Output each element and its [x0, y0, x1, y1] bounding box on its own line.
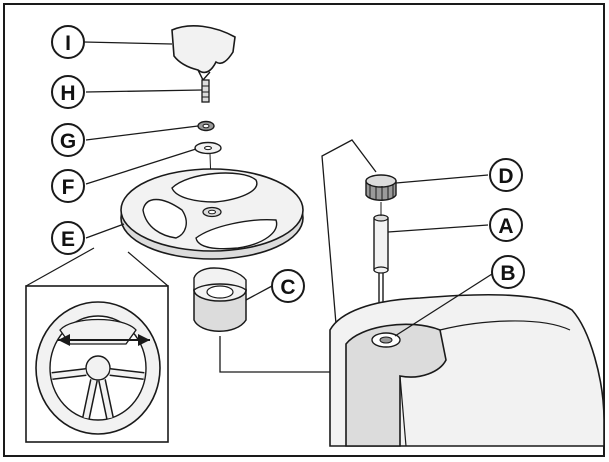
callout-H: H: [51, 75, 85, 109]
steering-wheel-adapter: [193, 267, 247, 332]
callout-E: E: [51, 221, 85, 255]
outer-frame: [3, 3, 605, 457]
svg-text:H: H: [60, 82, 75, 105]
steering-wheel-cap: [171, 25, 236, 82]
orientation-inset: [25, 247, 169, 443]
leader-lines: [83, 41, 493, 337]
flat-washer: [194, 141, 222, 155]
svg-text:G: G: [60, 130, 76, 153]
svg-text:B: B: [500, 262, 515, 285]
assembly-path-line: [219, 139, 377, 373]
svg-text:C: C: [280, 276, 295, 299]
callout-A: A: [489, 208, 523, 242]
tractor-dash-hood: [329, 293, 605, 447]
steering-wheel: [120, 168, 304, 260]
svg-text:D: D: [498, 165, 513, 188]
callout-B: B: [491, 255, 525, 289]
spline-adapter: [365, 174, 397, 201]
steering-shaft-sleeve: [373, 214, 389, 274]
callout-G: G: [51, 123, 85, 157]
callout-F: F: [51, 169, 85, 203]
svg-text:F: F: [62, 176, 75, 199]
arrowhead-right-icon: [138, 334, 150, 346]
lock-washer: [197, 120, 215, 132]
arrowhead-left-icon: [58, 334, 70, 346]
svg-text:E: E: [61, 228, 75, 251]
callout-D: D: [489, 158, 523, 192]
callout-I: I: [51, 25, 85, 59]
svg-text:A: A: [498, 215, 513, 238]
callout-C: C: [271, 269, 305, 303]
bolt: [201, 79, 210, 103]
svg-text:I: I: [65, 32, 71, 55]
